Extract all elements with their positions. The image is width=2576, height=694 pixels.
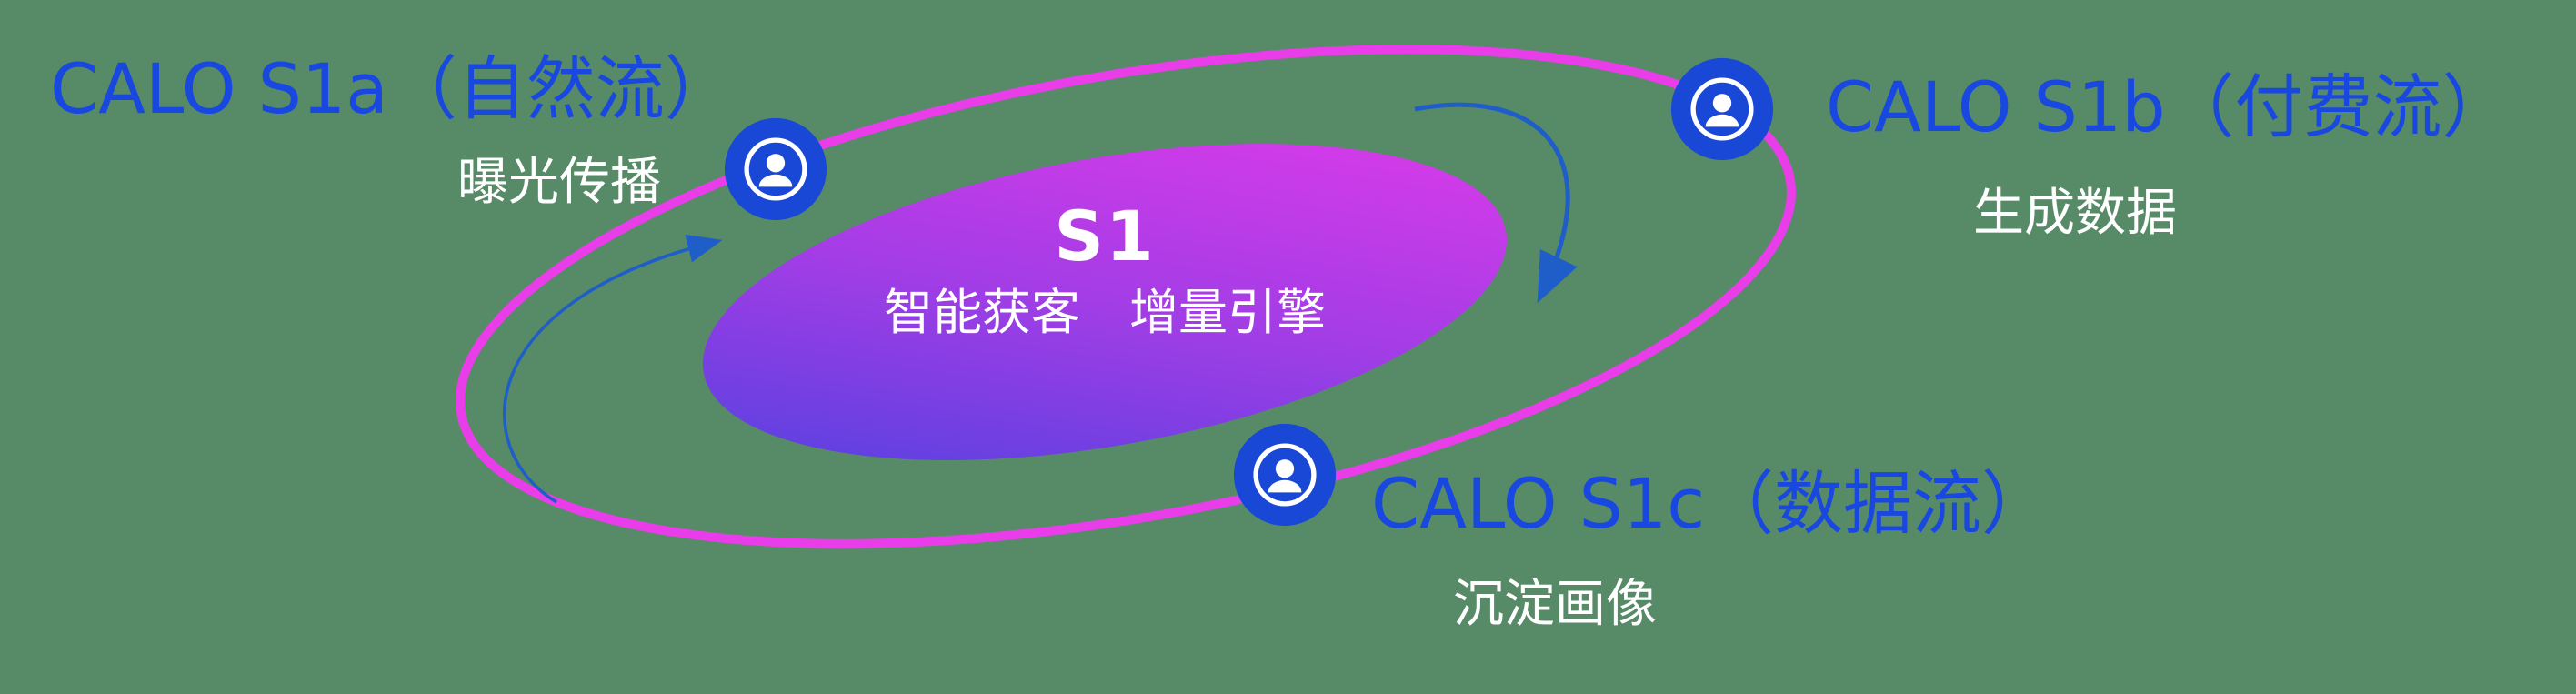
- label-s1c-subtitle: 沉淀画像: [1453, 575, 1657, 634]
- flow-arrow-top-right: [1414, 102, 1578, 304]
- orbit-ring: [456, 45, 1796, 548]
- core-ellipse: [702, 144, 1508, 460]
- label-s1c-title: CALO S1c（数据流）: [1371, 463, 2051, 544]
- label-s1a-subtitle: 曝光传播: [457, 153, 661, 212]
- flow-arrow-left: [502, 234, 723, 504]
- user-circle-icon: [724, 117, 827, 221]
- user-circle-icon: [1670, 57, 1774, 161]
- core-label: S1 智能获客 增量引擎: [884, 196, 1326, 341]
- node-s1c: [1232, 422, 1338, 528]
- core-subtitle: 智能获客 增量引擎: [884, 284, 1326, 341]
- user-circle-icon: [1233, 423, 1337, 527]
- core-title: S1: [1054, 196, 1156, 277]
- node-s1a: [723, 116, 828, 222]
- node-s1b: [1669, 56, 1775, 162]
- label-s1b-subtitle: 生成数据: [1973, 184, 2177, 243]
- label-s1b-title: CALO S1b（付费流）: [1826, 66, 2511, 147]
- label-s1a-title: CALO S1a（自然流）: [50, 48, 734, 129]
